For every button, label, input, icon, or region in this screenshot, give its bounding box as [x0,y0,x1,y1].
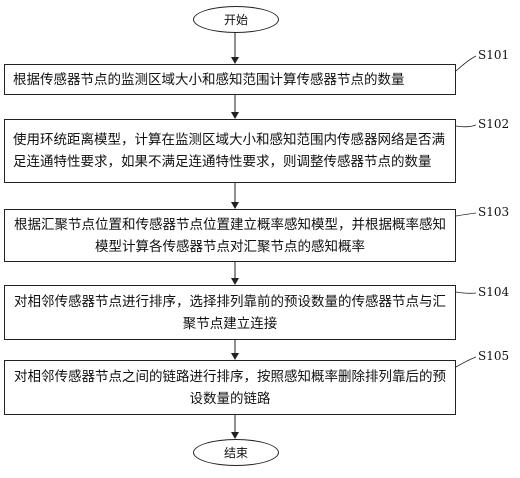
end-label: 结束 [223,446,248,460]
step-text-s101: 根据传感器节点的监测区域大小和感知范围计算传感器节点的数量 [13,71,405,88]
end-terminal: 结束 [193,439,279,466]
step-text-s103: 根据汇聚节点位置和传感器节点位置建立概率感知模型，并根据概率感知模型计算各传感器… [14,216,446,255]
step-id-s101: S101 [478,48,510,62]
step-id-s103: S103 [478,205,510,219]
step-id-s102: S102 [478,117,510,131]
leader-s104 [455,291,477,294]
step-box-s102: 使用环统距离模型，计算在监测区域大小和感知范围内传感器网络是否满足连通特性要求，… [4,119,456,183]
leader-s101 [455,55,477,72]
start-label: 开始 [223,13,248,27]
step-text-s104: 对相邻传感器节点进行排序，选择排列靠前的预设数量的传感器节点与汇聚节点建立连接 [14,293,446,332]
step-box-s104: 对相邻传感器节点进行排序，选择排列靠前的预设数量的传感器节点与汇聚节点建立连接 [4,285,456,340]
start-terminal: 开始 [193,6,279,33]
step-text-s105: 对相邻传感器节点之间的链路进行排序，按照感知概率删除排列靠后的预设数量的链路 [14,368,446,407]
step-id-s104: S104 [478,285,510,299]
step-id-s105: S105 [478,349,510,363]
leader-s105 [455,356,477,368]
step-box-s103: 根据汇聚节点位置和传感器节点位置建立概率感知模型，并根据概率感知模型计算各传感器… [4,209,456,262]
leader-s103 [455,212,477,217]
step-text-s102: 使用环统距离模型，计算在监测区域大小和感知范围内传感器网络是否满足连通特性要求，… [13,132,445,170]
leader-s102 [455,124,477,128]
step-box-s101: 根据传感器节点的监测区域大小和感知范围计算传感器节点的数量 [4,64,456,95]
step-box-s105: 对相邻传感器节点之间的链路进行排序，按照感知概率删除排列靠后的预设数量的链路 [4,360,456,415]
